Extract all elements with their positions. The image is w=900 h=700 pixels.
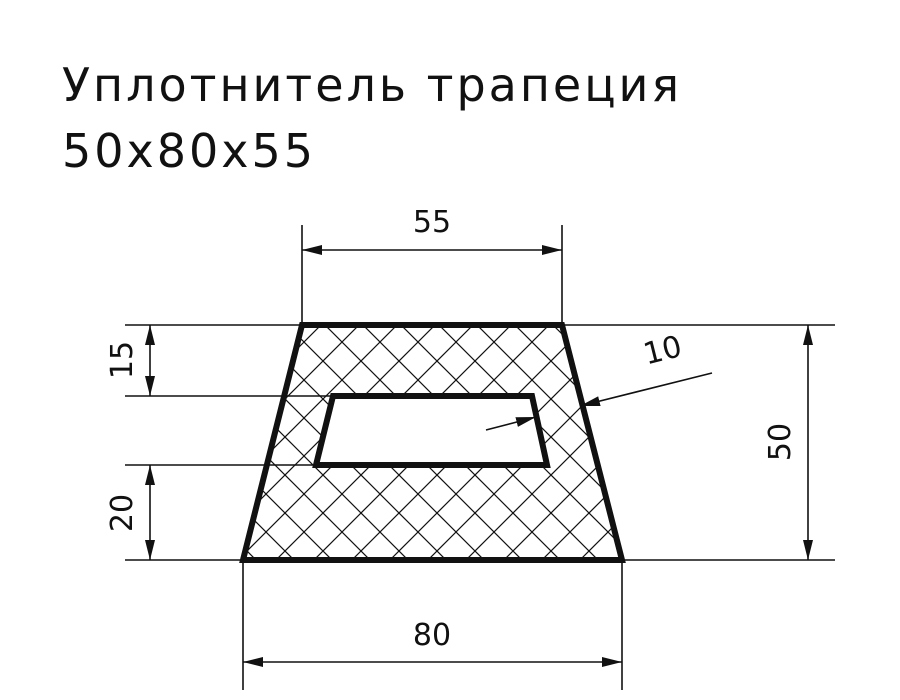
dim-label-upper-offset: 15 xyxy=(105,341,140,379)
profile-hatch-fill xyxy=(243,325,622,560)
dim-label-bottom-width: 80 xyxy=(413,618,451,653)
dimension-lines xyxy=(145,245,813,667)
drawing-size-label: 50x80x55 xyxy=(62,124,317,178)
dim-label-wall: 10 xyxy=(640,329,686,372)
profile-inner-hole xyxy=(312,393,551,468)
drawing-title: Уплотнитель трапеция xyxy=(62,58,683,112)
dim-label-height: 50 xyxy=(763,423,798,461)
dim-line-wall-outer xyxy=(579,372,713,407)
dim-label-lower-offset: 20 xyxy=(105,494,140,532)
dim-line-wall-inner xyxy=(485,416,537,431)
dim-label-top-width: 55 xyxy=(413,205,451,240)
